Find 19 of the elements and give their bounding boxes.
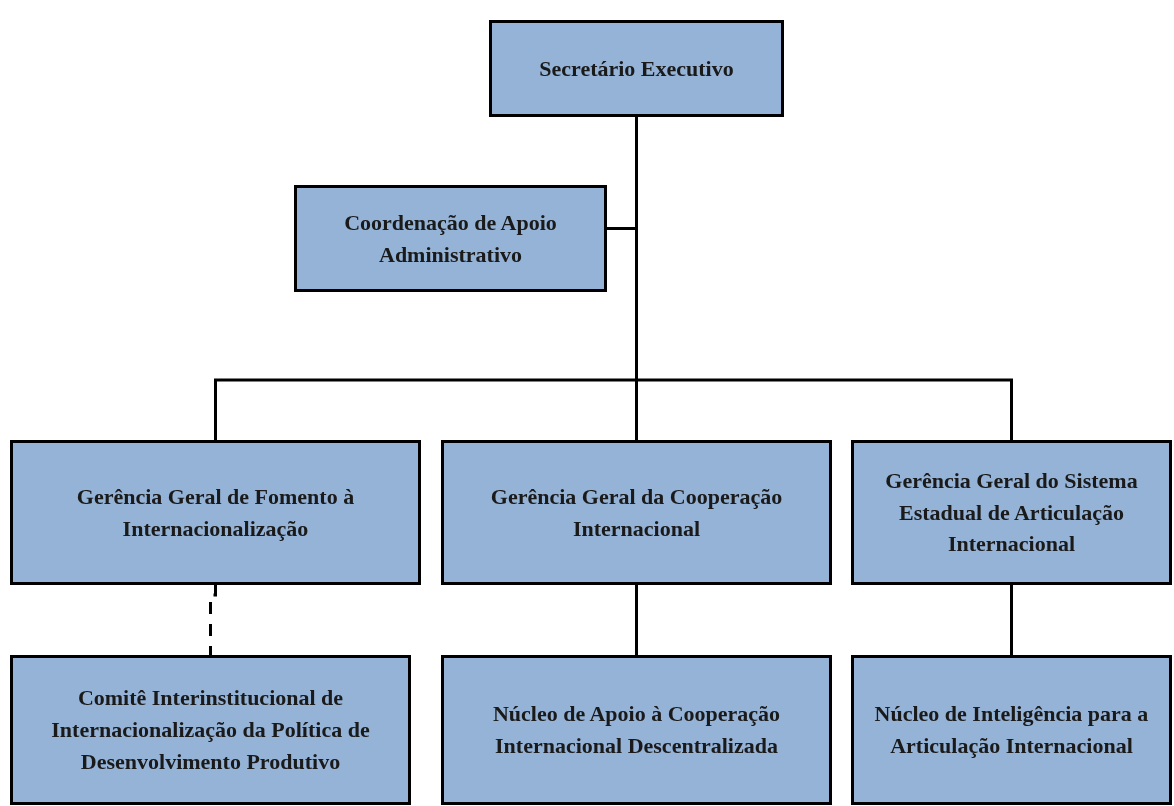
box-label: Comitê Interinstitucional de Internacionalização da Política de Desenvolvimento Produtivo	[50, 684, 371, 776]
box-label: Gerência Geral de Fomento à Internacionalização	[75, 482, 356, 543]
org-box	[294, 185, 607, 292]
connector-line	[209, 585, 217, 655]
box-label: Núcleo de Apoio à Cooperação Internacional Descentralizada	[491, 700, 782, 760]
box-label: Núcleo de Inteligência para a Articulação Internacional	[873, 700, 1150, 760]
org-box	[441, 655, 832, 805]
connector-line	[635, 585, 638, 655]
connector-line	[1010, 585, 1013, 655]
box-label: Gerência Geral da Cooperação Internacional	[489, 482, 784, 543]
org-box	[441, 440, 832, 585]
org-box	[851, 440, 1172, 585]
org-box	[10, 440, 421, 585]
org-box	[489, 20, 784, 117]
box-label: Secretário Executivo	[539, 54, 734, 83]
org-box	[851, 655, 1172, 805]
box-label: Coordenação de Apoio Administrativo	[343, 208, 558, 269]
box-label: Gerência Geral do Sistema Estadual de Articulação Internacional	[884, 466, 1139, 559]
org-box	[10, 655, 411, 805]
